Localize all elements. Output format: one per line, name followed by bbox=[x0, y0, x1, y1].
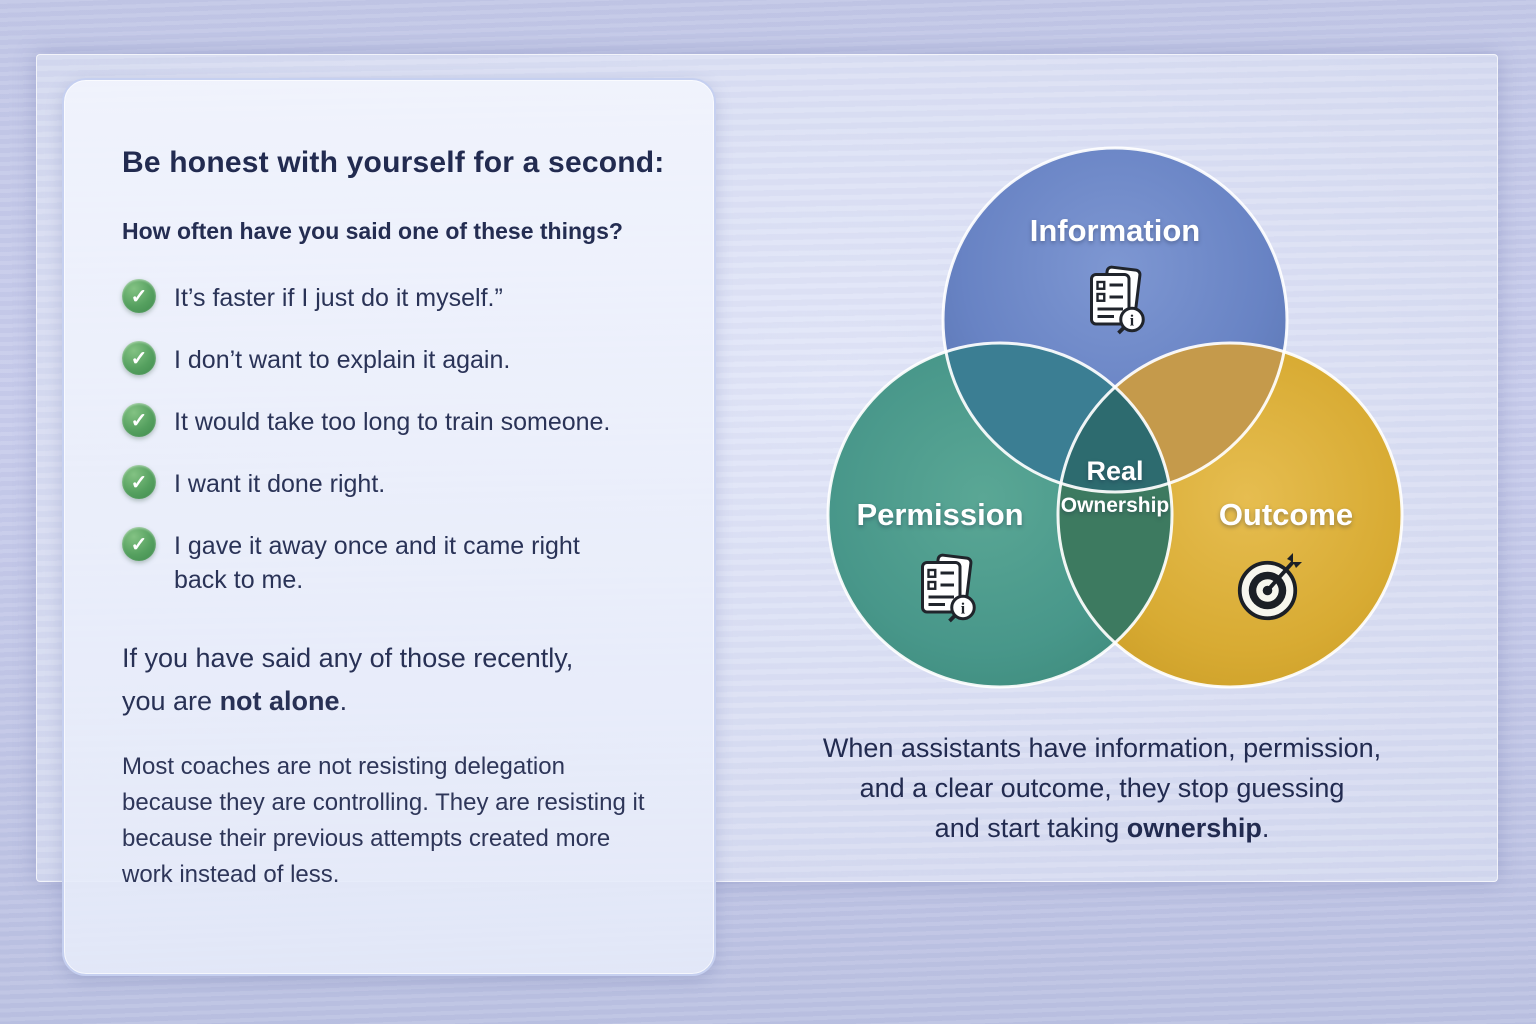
checklist-item-text: I want it done right. bbox=[174, 470, 386, 498]
conclusion-line2-prefix: you are bbox=[122, 686, 220, 716]
venn-rim bbox=[1056, 341, 1404, 689]
venn-label-real: Real bbox=[1086, 456, 1143, 486]
overlap-center bbox=[1058, 343, 1172, 492]
checklist-item-text: It’s faster if I just do it myself.” bbox=[174, 284, 503, 312]
conclusion-text: If you have said any of those recently, … bbox=[122, 637, 668, 723]
checklist-item: ✓ I gave it away once and it came right … bbox=[122, 527, 668, 597]
conclusion-line1: If you have said any of those recently, bbox=[122, 643, 574, 673]
venn-label-information: Information bbox=[1030, 213, 1201, 248]
card-subheading: How often have you said one of these thi… bbox=[122, 218, 623, 244]
checklist-item-text: I gave it away once and it came right ba… bbox=[174, 532, 580, 594]
caption-line3-suffix: . bbox=[1261, 813, 1270, 843]
checkmark-icon: ✓ bbox=[122, 341, 156, 375]
venn-label-permission: Permission bbox=[856, 497, 1023, 532]
conclusion-line2-suffix: . bbox=[339, 686, 348, 716]
venn-label-ownership: Ownership bbox=[1061, 494, 1170, 517]
caption-line1: When assistants have information, permis… bbox=[822, 733, 1382, 763]
left-card: Be honest with yourself for a second: Ho… bbox=[62, 78, 716, 976]
explanation-paragraph: Most coaches are not resisting delegatio… bbox=[122, 753, 645, 888]
checklist-item: ✓ It’s faster if I just do it myself.” bbox=[122, 279, 668, 315]
checkmark-icon: ✓ bbox=[122, 403, 156, 437]
card-heading: Be honest with yourself for a second: bbox=[122, 146, 665, 179]
caption-bold: ownership bbox=[1126, 813, 1262, 843]
checklist-item: ✓ It would take too long to train someon… bbox=[122, 403, 668, 439]
checklist: ✓ It’s faster if I just do it myself.” ✓… bbox=[122, 279, 668, 597]
checkmark-icon: ✓ bbox=[122, 279, 156, 313]
checklist-item-text: I don’t want to explain it again. bbox=[174, 346, 511, 374]
venn-rim bbox=[941, 146, 1289, 494]
caption-line2: and a clear outcome, they stop guessing bbox=[859, 773, 1345, 803]
document-info-icon bbox=[920, 552, 977, 623]
venn-diagram: i Information Permission Outcome bbox=[826, 146, 1404, 689]
checklist-item: ✓ I want it done right. bbox=[122, 465, 668, 501]
venn-label-outcome: Outcome bbox=[1219, 497, 1353, 532]
caption-line3-prefix: and start taking bbox=[934, 813, 1127, 843]
venn-rim bbox=[826, 341, 1174, 689]
checklist-item: ✓ I don’t want to explain it again. bbox=[122, 341, 668, 377]
checkmark-icon: ✓ bbox=[122, 527, 156, 561]
checkmark-icon: ✓ bbox=[122, 465, 156, 499]
conclusion-bold: not alone bbox=[219, 686, 340, 716]
document-info-icon bbox=[1089, 264, 1146, 335]
venn-caption: When assistants have information, permis… bbox=[772, 728, 1432, 848]
checklist-item-text: It would take too long to train someone. bbox=[174, 408, 611, 436]
